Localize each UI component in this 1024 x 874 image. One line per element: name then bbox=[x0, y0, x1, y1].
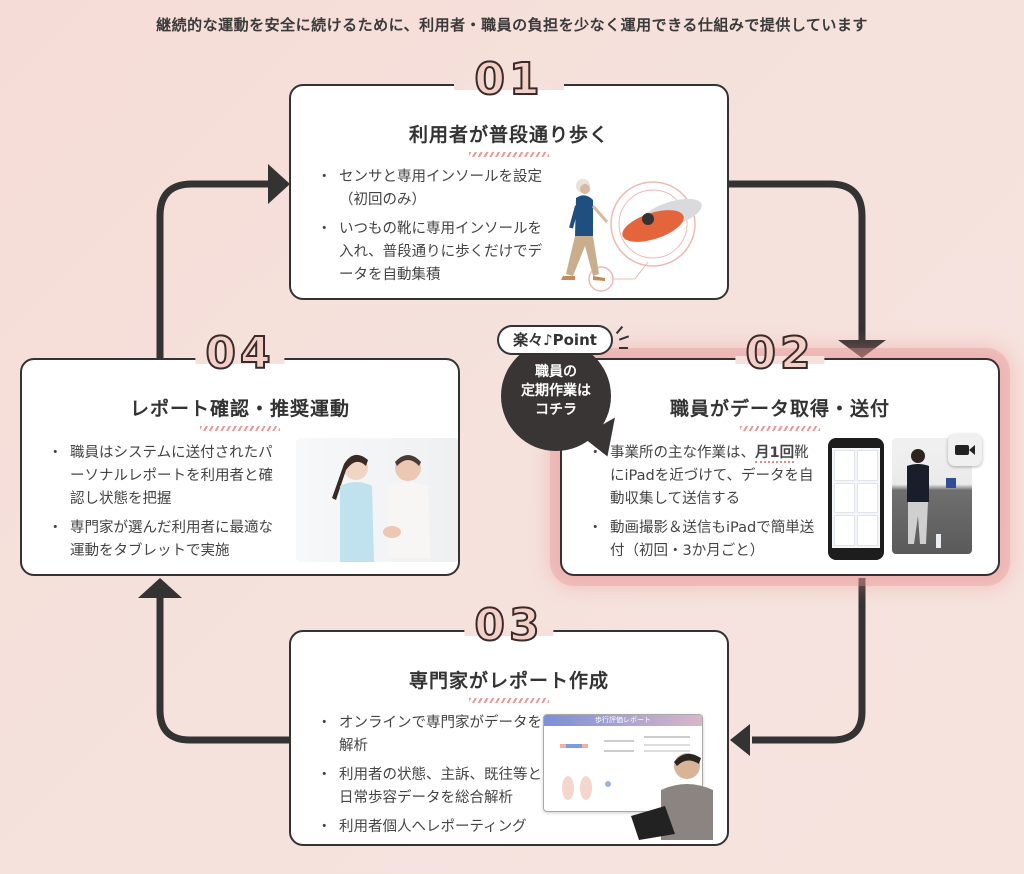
bullet-item: センサと専用インソールを設定（初回のみ） bbox=[317, 166, 547, 212]
step-number: 02 bbox=[735, 329, 825, 379]
bullet-text: 靴にiPadを近づけて、データを自動収集して送信する bbox=[610, 445, 814, 507]
caregiver-elderly-image bbox=[296, 438, 458, 562]
bullet-list: 事業所の主な作業は、月1回靴にiPadを近づけて、データを自動収集して送信する … bbox=[588, 442, 820, 569]
step-title: 利用者が普段通り歩く bbox=[408, 124, 609, 146]
bullet-list: 職員はシステムに送付されたパーソナルレポートを利用者と確認し状態を把握 専門家が… bbox=[48, 442, 284, 569]
step-title: レポート確認・推奨運動 bbox=[129, 398, 350, 420]
step-title: 職員がデータ取得・送付 bbox=[669, 398, 890, 420]
arrow-head-02 bbox=[838, 340, 886, 358]
callout-circle bbox=[501, 341, 611, 451]
title-underline bbox=[469, 698, 549, 703]
step-number: 03 bbox=[464, 601, 554, 651]
bullet-item: 職員はシステムに送付されたパーソナルレポートを利用者と確認し状態を把握 bbox=[48, 442, 284, 511]
expert-with-laptop-image bbox=[625, 744, 719, 840]
bullet-item: 利用者個人へレポーティング bbox=[317, 816, 549, 839]
step-number: 04 bbox=[195, 329, 285, 379]
bullet-item: 動画撮影＆送信もiPadで簡単送付（初回・3か月ごと） bbox=[588, 517, 820, 563]
report-header: 歩行評価レポート bbox=[544, 715, 702, 726]
arrow-head-03 bbox=[730, 724, 750, 756]
walking-person-insole-image bbox=[553, 164, 718, 294]
smartphone-app-image bbox=[828, 438, 884, 560]
bullet-list: オンラインで専門家がデータを解析 利用者の状態、主訴、既往等と日常歩容データを総… bbox=[317, 712, 549, 845]
bullet-item: 専門家が選んだ利用者に最適な運動をタブレットで実施 bbox=[48, 517, 284, 563]
callout-line: 職員の bbox=[535, 364, 577, 380]
headline: 継続的な運動を安全に続けるために、利用者・職員の負担を少なく運用できる仕組みで提… bbox=[156, 16, 868, 34]
video-camera-icon bbox=[948, 434, 982, 466]
point-pill: 楽々♪Point bbox=[497, 325, 613, 355]
arrow-02-to-03 bbox=[752, 578, 866, 744]
step-card-04: 04 レポート確認・推奨運動 職員はシステムに送付されたパーソナルレポートを利用… bbox=[20, 329, 460, 576]
arrow-head-01 bbox=[268, 164, 290, 204]
step-number: 01 bbox=[464, 55, 554, 105]
title-underline bbox=[469, 152, 549, 157]
arrow-head-04 bbox=[138, 578, 182, 598]
bullet-list: センサと専用インソールを設定（初回のみ） いつもの靴に専用インソールを入れ、普段… bbox=[317, 166, 547, 293]
arrow-04-to-01 bbox=[156, 180, 268, 362]
title-underline bbox=[200, 426, 280, 431]
step-title: 専門家がレポート作成 bbox=[408, 670, 609, 692]
bullet-item: 事業所の主な作業は、月1回靴にiPadを近づけて、データを自動収集して送信する bbox=[588, 442, 820, 511]
title-underline bbox=[740, 426, 820, 431]
bullet-text: 事業所の主な作業は、 bbox=[610, 445, 755, 461]
sparkle-mark bbox=[619, 347, 628, 349]
callout-line: 定期作業は bbox=[521, 383, 591, 399]
arrow-01-to-02 bbox=[727, 180, 866, 345]
callout-text: 職員の 定期作業は コチラ bbox=[501, 363, 611, 420]
step-card-02: 02 職員がデータ取得・送付 事業所の主な作業は、月1回靴にiPadを近づけて、… bbox=[560, 329, 1000, 576]
arrow-03-to-04 bbox=[156, 596, 292, 744]
bullet-item: 利用者の状態、主訴、既往等と日常歩容データを総合解析 bbox=[317, 764, 549, 810]
bullet-item: いつもの靴に専用インソールを入れ、普段通りに歩くだけでデータを自動集積 bbox=[317, 218, 547, 287]
bullet-emphasis: 月1回 bbox=[755, 445, 795, 463]
step-card-03: 03 専門家がレポート作成 オンラインで専門家がデータを解析 利用者の状態、主訴… bbox=[289, 601, 729, 846]
callout-line: コチラ bbox=[535, 402, 577, 418]
step-card-01: 01 利用者が普段通り歩く センサと専用インソールを設定（初回のみ） いつもの靴… bbox=[289, 55, 729, 300]
bullet-item: オンラインで専門家がデータを解析 bbox=[317, 712, 549, 758]
